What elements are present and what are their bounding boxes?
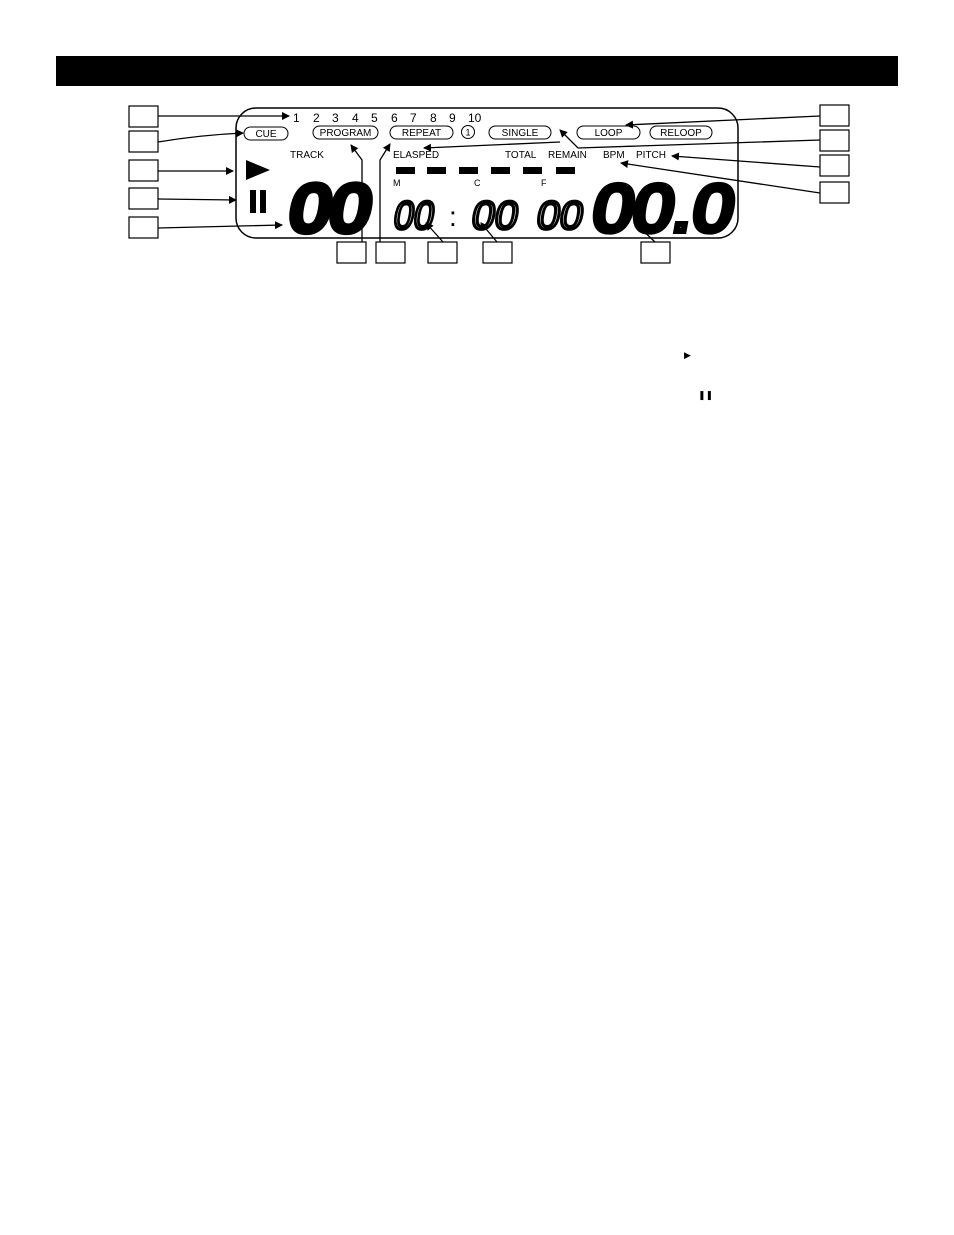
- track-number-1: 1: [293, 111, 300, 125]
- reloop-label: RELOOP: [660, 128, 702, 139]
- bpm-label: BPM: [603, 150, 625, 161]
- track-number-3: 3: [332, 111, 339, 125]
- callout-box: [819, 129, 850, 152]
- track-number-6: 6: [391, 111, 398, 125]
- track-number-9: 9: [449, 111, 456, 125]
- callout-box: [336, 241, 367, 264]
- callout-boxes-bottom: [336, 241, 671, 264]
- callout-boxes-right: [819, 104, 850, 204]
- track-number-8: 8: [430, 111, 437, 125]
- time-colon: :: [449, 201, 457, 232]
- seconds-label: C: [474, 178, 481, 188]
- callout-box: [128, 130, 159, 153]
- track-number-7: 7: [410, 111, 417, 125]
- minutes-label: M: [393, 178, 401, 188]
- callout-box: [819, 181, 850, 204]
- dash-bar: [396, 167, 575, 174]
- header-bar: [56, 56, 898, 86]
- callout-boxes-left: [128, 105, 159, 239]
- pitch-digits: 00.0: [587, 172, 740, 245]
- frames-digits: 00: [533, 193, 587, 238]
- pause-icon-small: ❚❚: [698, 391, 714, 401]
- callout-box: [819, 154, 850, 177]
- callout-box: [482, 241, 513, 264]
- callout-box: [427, 241, 458, 264]
- single-indicator: SINGLE: [488, 125, 552, 140]
- repeat-one-label: 1: [465, 128, 470, 138]
- play-icon: [246, 160, 270, 180]
- program-indicator: PROGRAM: [312, 125, 379, 140]
- loop-label: LOOP: [595, 128, 623, 139]
- pause-icon: [250, 190, 266, 213]
- minutes-digits: 00: [390, 193, 438, 238]
- frames-label: F: [541, 178, 547, 188]
- program-label: PROGRAM: [320, 128, 372, 139]
- callout-box: [640, 241, 671, 264]
- repeat-indicator: REPEAT: [389, 125, 454, 140]
- leader-arrows: [157, 112, 821, 243]
- lcd-outline: [235, 107, 739, 239]
- callout-box: [128, 187, 159, 210]
- callout-box: [128, 159, 159, 182]
- callout-box: [128, 105, 159, 128]
- track-number-4: 4: [352, 111, 359, 125]
- loop-indicator: LOOP: [576, 125, 641, 140]
- seconds-digits: 00: [468, 193, 522, 238]
- single-label: SINGLE: [502, 128, 539, 139]
- cue-label: CUE: [255, 129, 276, 140]
- track-number-10: 10: [468, 111, 482, 125]
- cue-indicator: CUE: [243, 126, 289, 141]
- reloop-indicator: RELOOP: [649, 125, 713, 140]
- callout-box: [128, 216, 159, 239]
- track-number-5: 5: [371, 111, 378, 125]
- callout-box: [819, 104, 850, 127]
- track-digits: 00: [284, 172, 377, 245]
- lcd-display-diagram: 1 2 3 4 5 6 7 8 9 10 CUE PROGRAM REPEAT …: [128, 104, 850, 264]
- repeat-label: REPEAT: [402, 128, 441, 139]
- elapsed-label: ELASPED: [393, 150, 439, 161]
- pitch-label: PITCH: [636, 150, 666, 161]
- remain-label: REMAIN: [548, 150, 587, 161]
- track-number-row: 1 2 3 4 5 6 7 8 9 10: [293, 111, 482, 125]
- play-icon-small: ▶: [684, 351, 691, 361]
- track-number-2: 2: [313, 111, 320, 125]
- repeat-one-indicator: 1: [461, 125, 475, 139]
- track-label: TRACK: [290, 150, 324, 161]
- total-label: TOTAL: [505, 150, 537, 161]
- callout-box: [375, 241, 406, 264]
